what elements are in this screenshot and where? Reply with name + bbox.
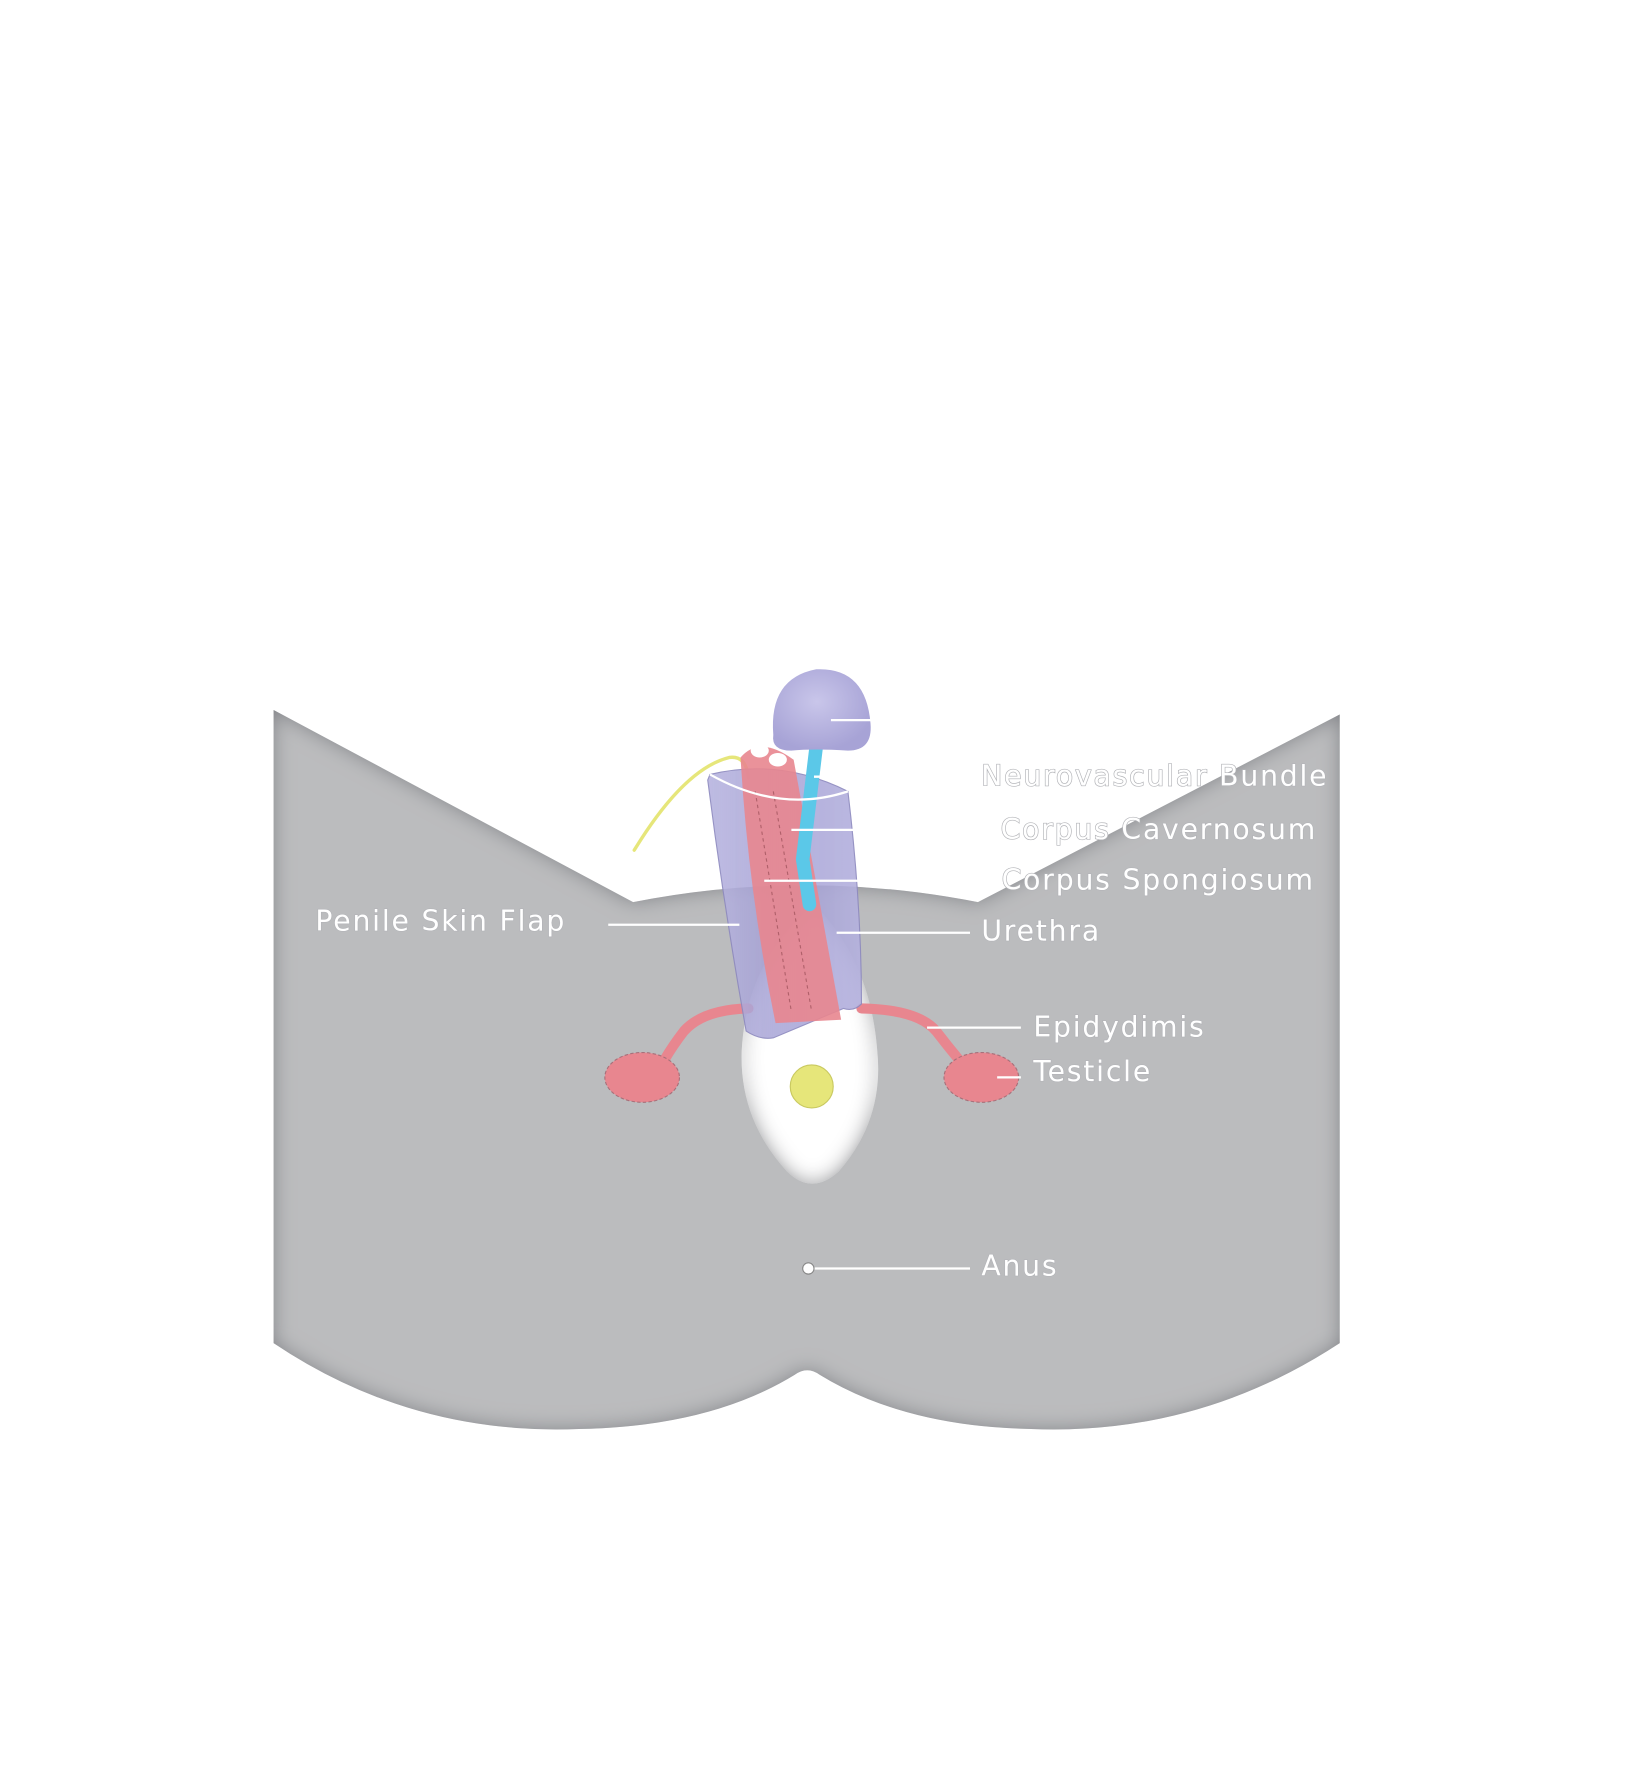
corpus-spongiosum <box>740 746 842 1024</box>
neo-meatus <box>789 1064 834 1109</box>
label-penile-skin-flap: Penile Skin Flap <box>315 904 566 937</box>
corpus-dashed-lines <box>754 791 813 1012</box>
epididymis-right <box>856 1003 964 1065</box>
label-corpus-cavernosum: Corpus Cavernosum <box>1001 813 1318 846</box>
epididymis-left <box>659 1003 754 1065</box>
glans <box>772 669 871 751</box>
label-urethra: Urethra <box>981 915 1101 948</box>
corpus-cavernosum-left <box>750 743 769 758</box>
label-neurovascular-bundle: Neurovascular Bundle <box>981 760 1328 793</box>
testicle-left <box>604 1051 681 1103</box>
skin-flap-rim <box>709 773 849 801</box>
corpus-cavernosum-right <box>768 752 787 767</box>
label-epididymis: Epidydimis <box>1033 1011 1205 1044</box>
label-corpus-spongiosum: Corpus Spongiosum <box>1002 864 1315 897</box>
urethra <box>795 739 824 912</box>
label-testicle: Testicle <box>1032 1055 1152 1088</box>
anus-marker <box>802 1262 815 1275</box>
label-anus: Anus <box>981 1249 1058 1282</box>
